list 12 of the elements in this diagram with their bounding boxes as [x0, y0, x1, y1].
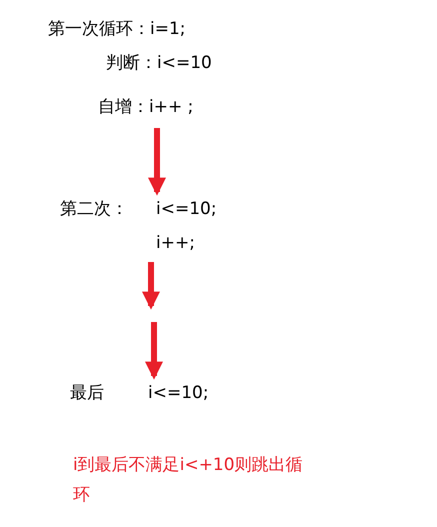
- arrow: [148, 128, 166, 196]
- step-text: 判断：i<=10: [106, 52, 212, 74]
- step-text: i++;: [156, 232, 195, 254]
- arrow: [142, 262, 160, 310]
- note-text: i到最后不满足i<+10则跳出循环: [73, 454, 304, 507]
- arrow: [145, 322, 163, 380]
- step-text: i<=10;: [156, 198, 217, 220]
- step-text: 最后: [70, 382, 104, 404]
- step-text: i<=10;: [148, 382, 209, 404]
- step-text: 第二次：: [60, 198, 128, 220]
- step-text: 自增：i++ ;: [98, 96, 194, 118]
- step-text: 第一次循环：i=1;: [48, 18, 186, 40]
